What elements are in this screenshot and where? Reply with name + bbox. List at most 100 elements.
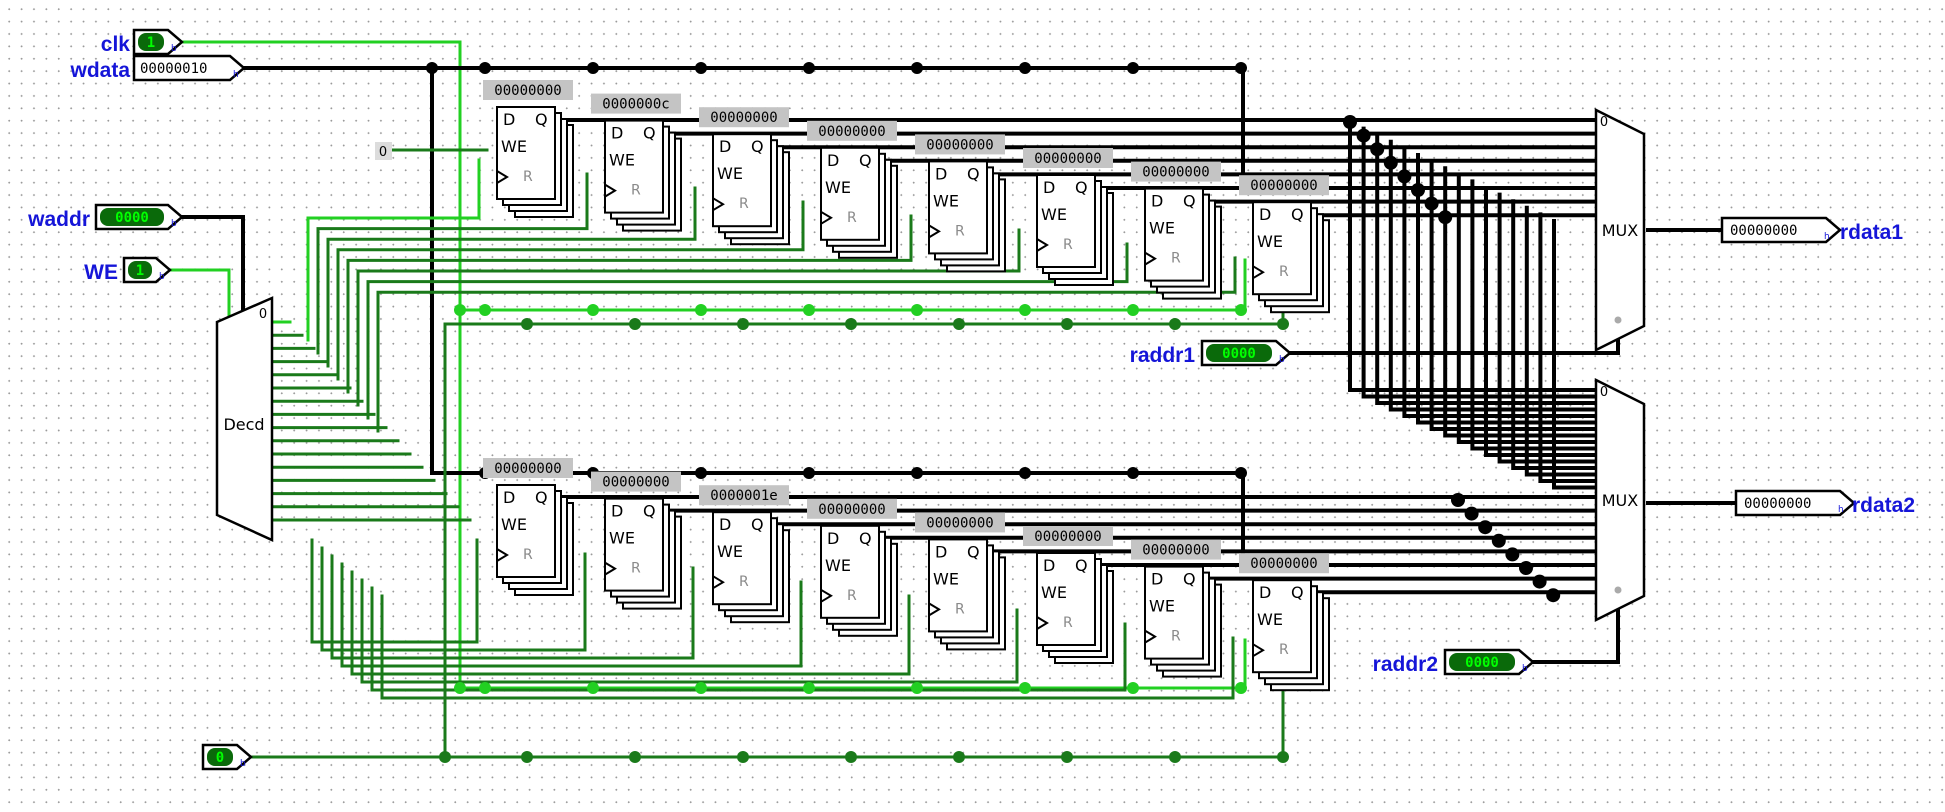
register-top-0-body[interactable]: [496, 106, 556, 200]
register-top-2-d-label: D: [719, 137, 731, 156]
register-bottom-2-value: 0000001e: [710, 488, 777, 504]
register-top-2-q-label: Q: [751, 137, 764, 156]
register-top-2-body[interactable]: [712, 133, 772, 228]
register-bottom-0-q-label: Q: [535, 488, 548, 507]
rdata2-pin-value: 00000000: [1744, 496, 1811, 512]
register-bottom-7-value-box: [1239, 553, 1329, 574]
clk-pin-led: [138, 33, 164, 51]
register-top-6-body[interactable]: [1144, 187, 1204, 282]
crossover-bus: [1524, 205, 1600, 477]
rdata1-label: rdata1: [1840, 221, 1903, 244]
register-top-5-d-label: D: [1043, 178, 1055, 197]
register-bottom-5-d-label: D: [1043, 556, 1055, 575]
wdata-pin-body[interactable]: [132, 54, 246, 82]
register-top-3-body[interactable]: [820, 146, 880, 241]
mux-1-select-dot: [1614, 316, 1622, 324]
register-bottom-6-q-label: Q: [1183, 570, 1196, 589]
raddr2-pin-led: [1449, 653, 1515, 671]
register-bottom-2-value-box: [699, 485, 789, 506]
crossover-bus: [1470, 179, 1600, 451]
register-bottom-3-q-label: Q: [859, 529, 872, 548]
register-top-7-body[interactable]: [1252, 201, 1312, 296]
bus-junction: [1519, 561, 1533, 575]
register-top-3-clock-triangle: [820, 210, 833, 225]
clock-junction: [1127, 304, 1139, 316]
register-bottom-6-we-label: WE: [1149, 597, 1175, 616]
decoder-body: [215, 296, 274, 542]
register-top-6-value-box: [1131, 161, 1221, 182]
register-top-6-q-label: Q: [1183, 192, 1196, 211]
register-bottom-6-value-box: [1131, 539, 1221, 560]
register-bottom-4-r-label: R: [955, 601, 965, 617]
register-bottom-2-r-label: R: [739, 574, 749, 590]
register-top-1-body[interactable]: [604, 119, 664, 214]
register-bottom-7-body[interactable]: [1252, 579, 1312, 674]
bus-junction: [695, 62, 707, 74]
register-bottom-0-clock-triangle: [496, 548, 509, 562]
register-bottom-2-d-label: D: [719, 515, 731, 534]
we-route-bottom: [310, 538, 479, 644]
we-route-bottom: [370, 586, 1127, 692]
register-top-1-r-label: R: [631, 183, 641, 199]
register-bottom-6-body[interactable]: [1144, 565, 1204, 660]
register-top-3-r-label: R: [847, 210, 857, 226]
register-bottom-3-body[interactable]: [820, 524, 880, 619]
mux-2-zero-label: 0: [1600, 385, 1608, 400]
register-bottom-1-body[interactable]: [604, 497, 664, 592]
clock-junction: [479, 682, 491, 694]
we-route-bottom: [360, 578, 1019, 684]
register-top-2-value-box: [699, 107, 789, 128]
register-top-5-body[interactable]: [1036, 174, 1096, 268]
reset-junction: [1061, 318, 1073, 330]
register-bottom-0-body[interactable]: [496, 484, 556, 578]
register-top-6-d-label: D: [1151, 192, 1163, 211]
bus-junction: [479, 62, 491, 74]
register-bottom-1-value-box: [591, 471, 681, 492]
register-top-4-body[interactable]: [928, 160, 988, 255]
register-bottom-2-body[interactable]: [712, 511, 772, 606]
we-route-top: [336, 200, 805, 381]
we-route-top: [376, 256, 1237, 433]
we-pin-value: 1: [136, 263, 144, 279]
register-bottom-3-value: 00000000: [818, 502, 885, 518]
bus-junction: [911, 467, 923, 479]
mux-1-label: MUX: [1602, 221, 1639, 240]
rdata2-label: rdata2: [1852, 494, 1915, 517]
register-bottom-7-clock-triangle: [1252, 643, 1265, 658]
we-route-top: [316, 172, 589, 355]
mux-2-label: MUX: [1602, 491, 1639, 510]
clock-junction: [454, 682, 466, 694]
register-bottom-5-body[interactable]: [1036, 552, 1096, 646]
rdata1-pin-body: [1720, 216, 1842, 244]
register-top-4-we-label: WE: [933, 191, 959, 210]
register-top-5-value-box: [1023, 148, 1113, 168]
register-bottom-4-body[interactable]: [928, 538, 988, 633]
register-top-4-q-label: Q: [967, 164, 980, 183]
reset-junction: [953, 318, 965, 330]
raddr2-pin-radix: b: [1522, 664, 1528, 674]
